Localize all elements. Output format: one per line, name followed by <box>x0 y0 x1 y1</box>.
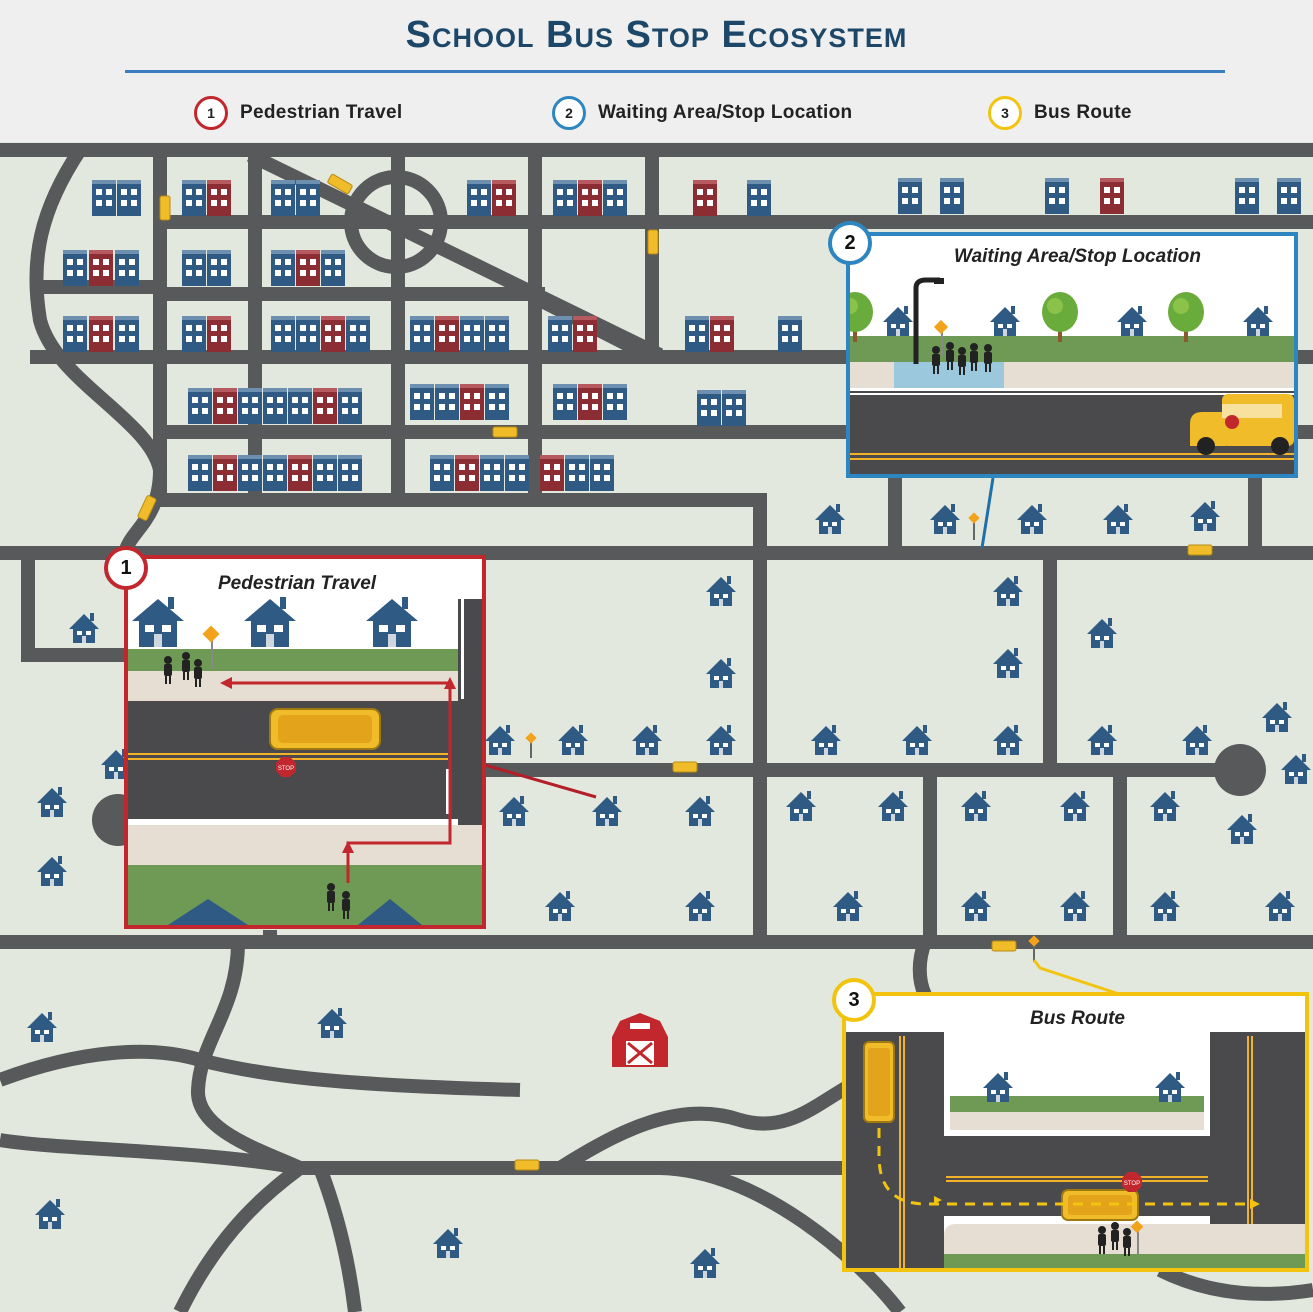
route-scene: STOP <box>846 1032 1305 1268</box>
legend-label: Waiting Area/Stop Location <box>598 102 853 123</box>
title-rule <box>125 70 1225 73</box>
legend-number: 3 <box>988 96 1022 130</box>
pedestrian-connector <box>484 763 597 799</box>
roundabout <box>344 170 448 274</box>
waiting-scene <box>850 277 1294 474</box>
waiting-connector <box>980 477 995 549</box>
route-connector <box>1032 959 1123 997</box>
legend-item-waiting: 2 Waiting Area/Stop Location <box>552 96 852 130</box>
waiting-inset-title: Waiting Area/Stop Location <box>954 246 1202 267</box>
stop-sign-text: STOP <box>278 766 294 772</box>
header: School Bus Stop Ecosystem 1 Pedestrian T… <box>0 0 1313 142</box>
waiting-badge: 2 <box>828 221 872 265</box>
pedestrian-inset: STOP Pedestrian Travel <box>124 555 486 929</box>
legend-label: Pedestrian Travel <box>240 102 403 123</box>
legend-item-pedestrian: 1 Pedestrian Travel <box>194 96 402 130</box>
bus-stop-sign-icon <box>933 319 949 356</box>
pedestrian-scene: STOP <box>128 597 482 925</box>
bus-stop-sign-icon <box>202 625 220 669</box>
route-inset: STOP Bus Route <box>842 992 1309 1272</box>
stop-sign-icon: STOP <box>276 757 296 777</box>
pedestrian-path-arrow <box>220 677 456 883</box>
streetlight-icon <box>913 277 944 364</box>
road-network <box>0 143 1313 1312</box>
legend-item-route: 3 Bus Route <box>988 96 1132 130</box>
barn-icon <box>612 1013 668 1067</box>
school-bus-icon <box>1190 394 1294 455</box>
cul-de-sac <box>1214 744 1266 796</box>
school-bus-icon <box>269 708 381 750</box>
pedestrian-badge: 1 <box>104 546 148 590</box>
route-badge: 3 <box>832 978 876 1022</box>
page-title: School Bus Stop Ecosystem <box>405 14 908 56</box>
legend-label: Bus Route <box>1034 102 1132 123</box>
legend-number: 2 <box>552 96 586 130</box>
stop-sign-icon: STOP <box>1122 1172 1142 1192</box>
bus-stop-sign-icon <box>1130 1220 1144 1254</box>
waiting-inset: Waiting Area/Stop Location <box>846 232 1298 478</box>
pedestrian-inset-title: Pedestrian Travel <box>218 573 377 594</box>
legend-number: 1 <box>194 96 228 130</box>
stop-sign-text: STOP <box>1124 1181 1140 1187</box>
house-icon <box>132 597 418 647</box>
route-inset-title: Bus Route <box>1030 1008 1125 1029</box>
bus-stop-sign-icon <box>525 512 1040 962</box>
